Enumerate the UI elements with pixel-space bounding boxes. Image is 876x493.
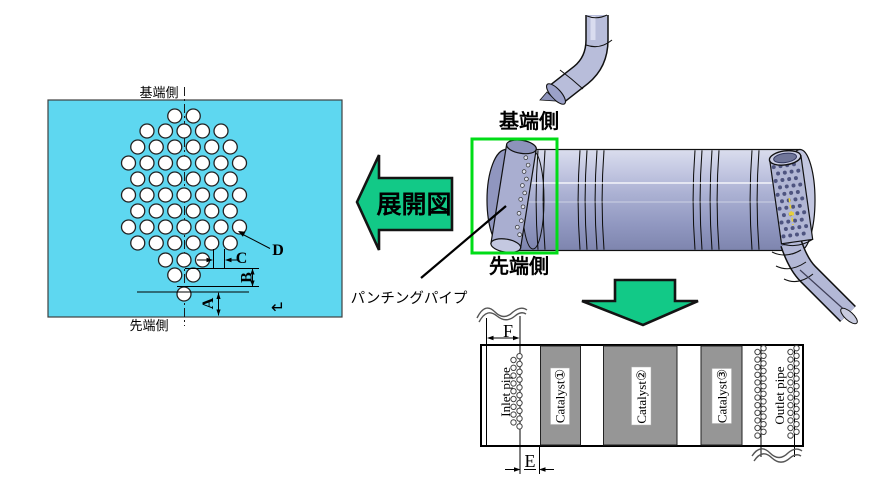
outlet-perforation-dots	[771, 162, 809, 239]
dim-f	[487, 335, 520, 341]
punching-pipe-dots	[515, 155, 531, 237]
catalyst-1-label-box	[550, 367, 570, 425]
model-tip-end-label: 先端側	[489, 254, 549, 278]
catalyst-2-block	[603, 345, 678, 446]
catalyst-2-label-box	[631, 366, 652, 426]
dim-f-label: F	[503, 321, 513, 341]
dim-a	[137, 291, 249, 316]
dim-b	[177, 268, 259, 287]
punching-pipe-callout: パンチングパイプ	[351, 290, 468, 307]
catalyst-3-label: Catalyst③	[715, 369, 730, 423]
development-arrow-label: 展開図	[376, 191, 451, 219]
development-panel: D C B A 基端側 先端側 ↵	[47, 85, 343, 333]
shell-rings	[535, 150, 760, 250]
dev-tip-end-label: 先端側	[129, 318, 168, 333]
development-arrow: 展開図	[355, 154, 454, 251]
inlet-pipe-3d	[539, 14, 613, 105]
outlet-pipe-3d	[771, 239, 858, 325]
layout-schematic: F E Inlet pipe Catalyst① Catalyst② Catal…	[476, 307, 804, 474]
outlet-perforated-pipe	[768, 149, 814, 247]
schematic-outlet-holes	[754, 345, 800, 439]
dim-c-label: C	[236, 250, 248, 267]
outlet-pipe-label: Outlet pipe	[772, 366, 787, 424]
left-block-arrow	[355, 154, 454, 251]
schematic-inlet-holes	[510, 353, 523, 430]
highlight-box	[470, 137, 559, 255]
dim-d-label: D	[272, 242, 284, 259]
punching-pipe-3d	[490, 139, 537, 254]
down-block-arrow	[581, 278, 699, 327]
dim-b-label: B	[239, 272, 256, 283]
model-base-end-label: 基端側	[499, 110, 559, 133]
dim-c	[197, 249, 238, 268]
cad-measure-tick	[788, 211, 795, 216]
callout-leader-line	[420, 205, 507, 279]
outlet-break-squiggle	[751, 448, 803, 459]
cad-model: 基端側 先端側 パンチングパイプ	[351, 14, 858, 325]
dim-e-label: E	[525, 451, 536, 471]
dim-d-leader	[238, 231, 271, 249]
dim-e	[505, 467, 554, 472]
dev-base-end-label: 基端側	[139, 85, 178, 100]
inlet-break-squiggle-2	[478, 312, 527, 323]
catalyst-3-label-box	[711, 368, 732, 424]
outlet-break-squiggle-2	[753, 453, 802, 463]
muffler-body	[504, 148, 801, 252]
inlet-break-squiggle	[476, 307, 528, 319]
cad-measure-mark	[788, 198, 794, 226]
hole-grid	[120, 108, 248, 302]
return-mark: ↵	[271, 298, 285, 317]
catalyst-2-label: Catalyst②	[634, 369, 649, 423]
inlet-pipe-label: Inlet pipe	[498, 367, 513, 417]
dim-a-label: A	[200, 297, 217, 309]
catalyst-1-label: Catalyst①	[553, 369, 568, 423]
